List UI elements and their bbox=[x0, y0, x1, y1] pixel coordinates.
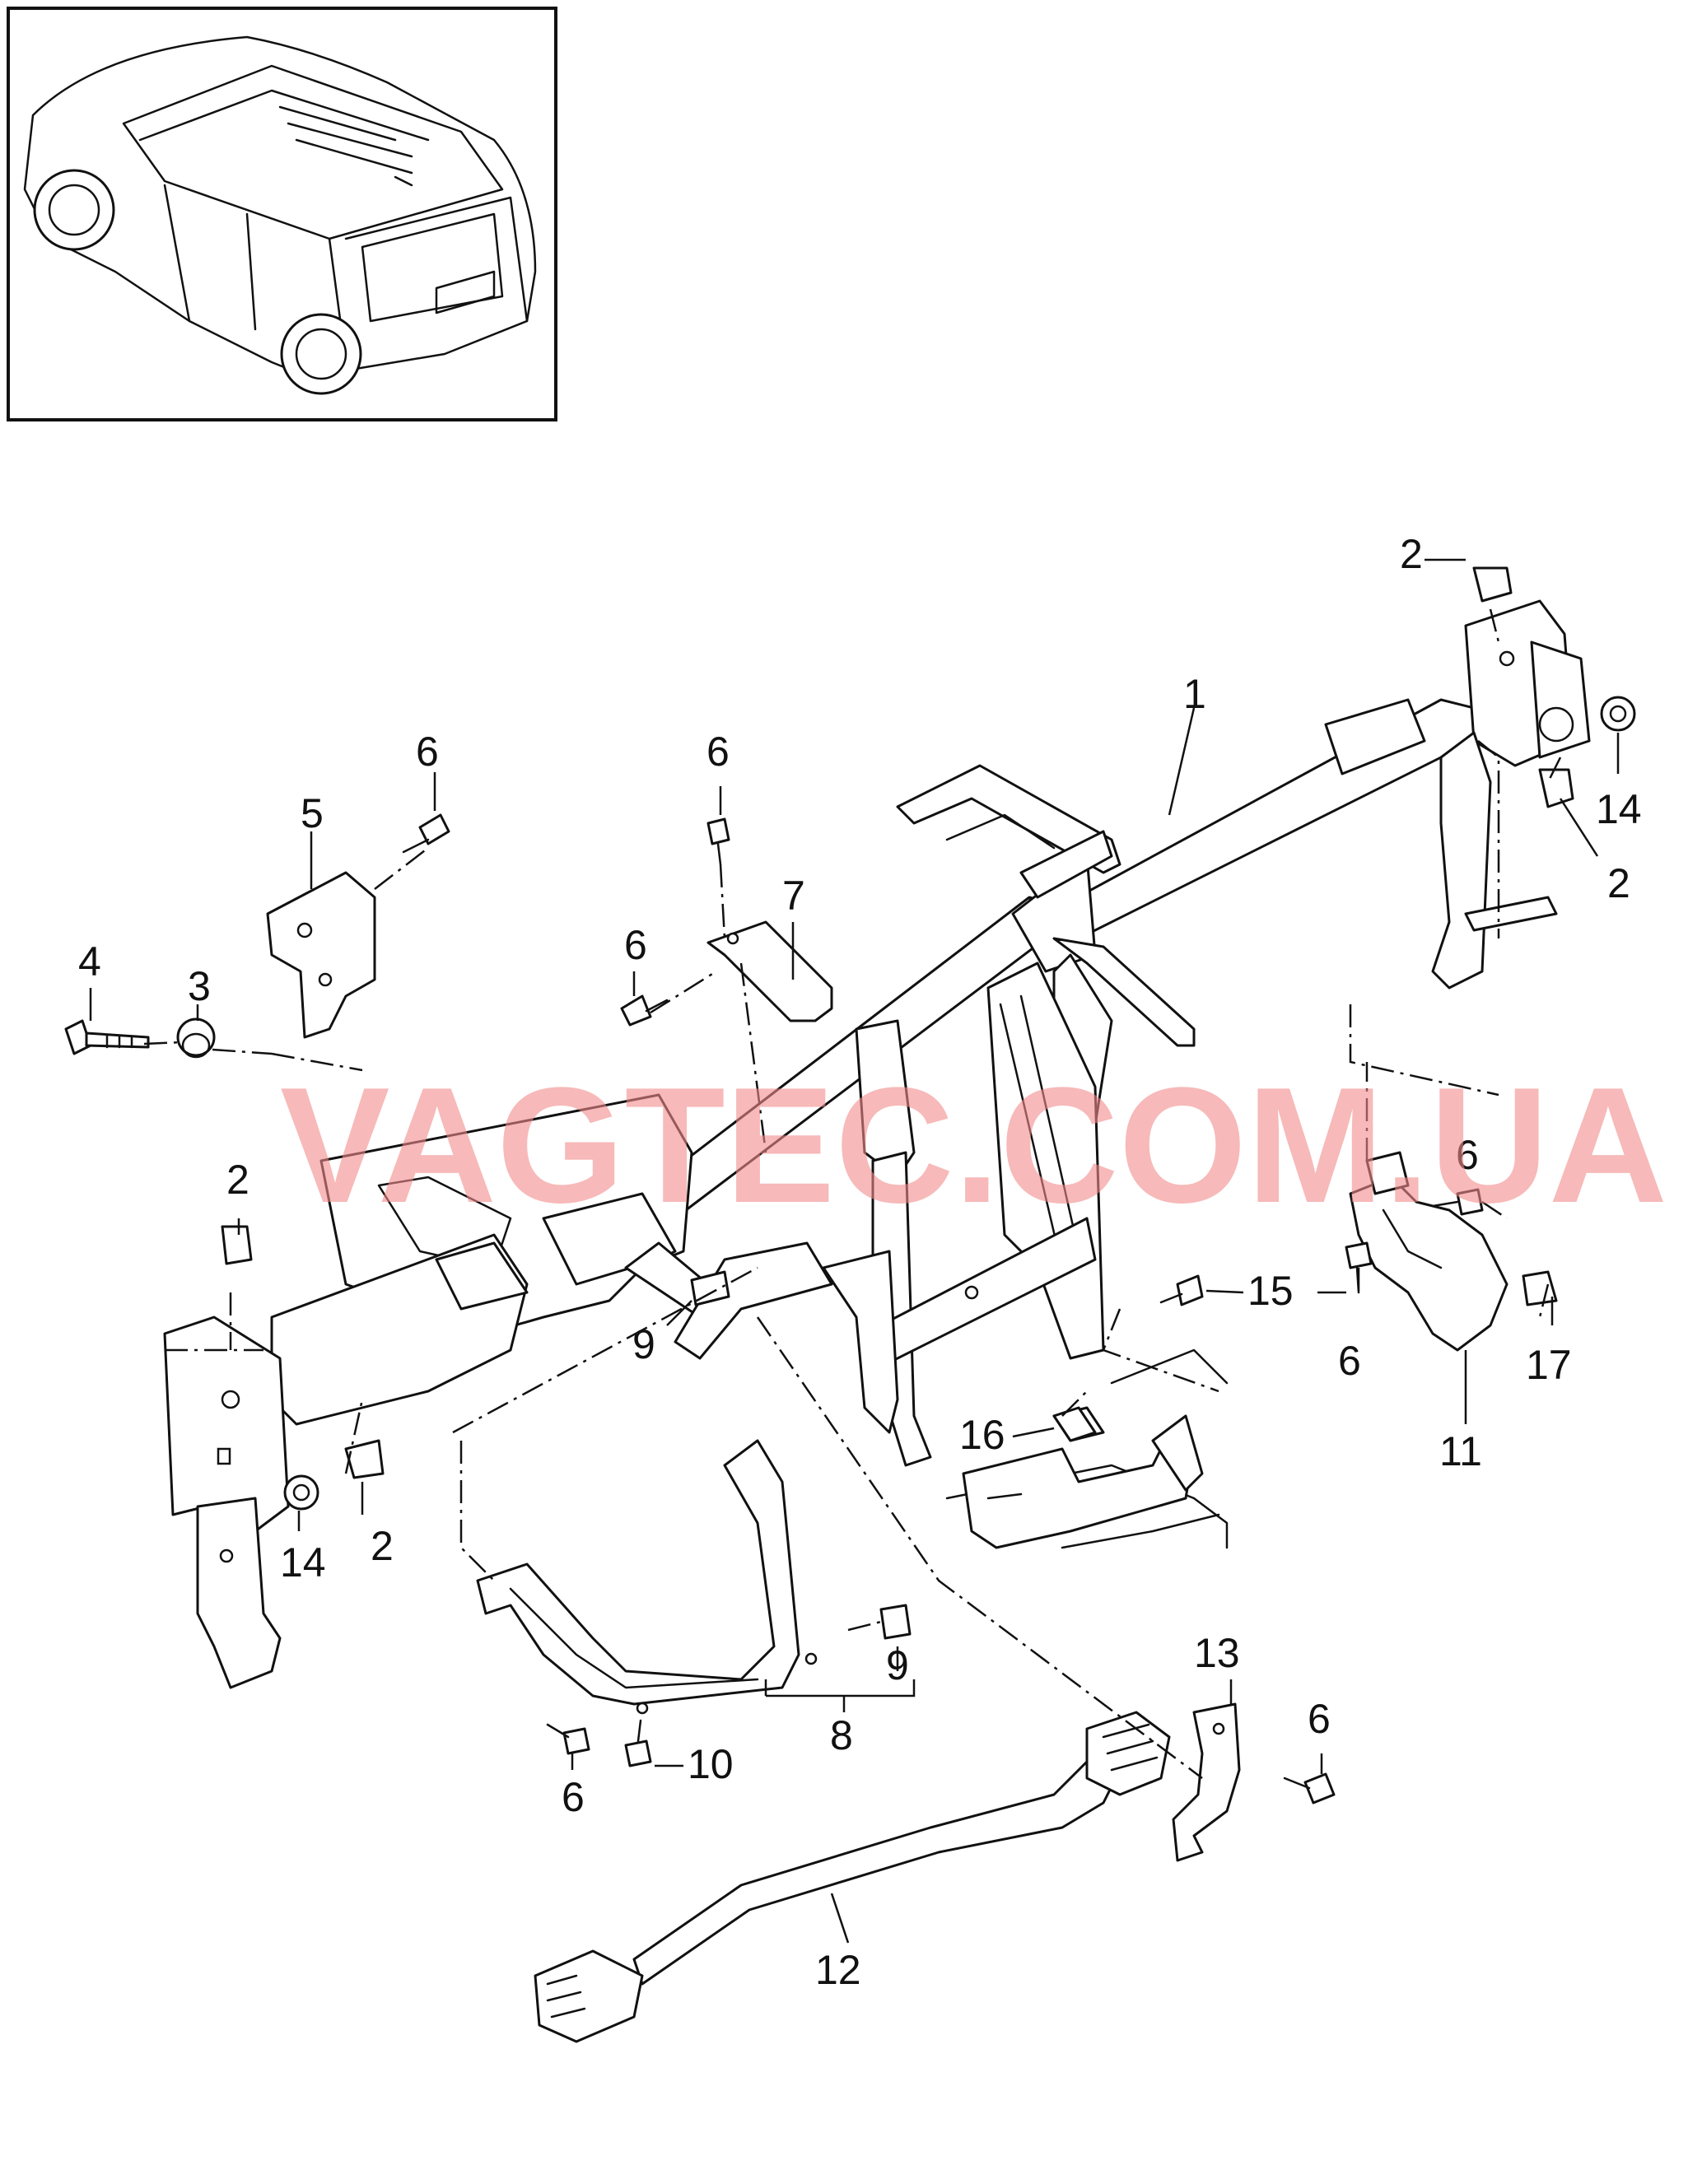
callout-3: 3 bbox=[188, 963, 211, 1009]
harness-12 bbox=[534, 1711, 1171, 2043]
callout-8: 8 bbox=[830, 1712, 853, 1758]
callout-6-e: 6 bbox=[1338, 1338, 1361, 1384]
callout-5: 5 bbox=[301, 790, 324, 836]
callout-6-f: 6 bbox=[562, 1774, 585, 1820]
bushing bbox=[176, 1017, 216, 1059]
long-bolt bbox=[64, 1019, 150, 1055]
callout-12: 12 bbox=[815, 1947, 861, 1993]
callout-2-top: 2 bbox=[1400, 531, 1423, 577]
callout-7: 7 bbox=[782, 873, 805, 919]
right-end-bracket bbox=[1324, 599, 1591, 990]
assembly-lines bbox=[143, 608, 1562, 1779]
callout-11: 11 bbox=[1439, 1428, 1482, 1474]
callout-6-c: 6 bbox=[624, 922, 647, 968]
callout-17: 17 bbox=[1526, 1342, 1572, 1388]
callout-15: 15 bbox=[1247, 1268, 1294, 1314]
vehicle-thumbnail bbox=[7, 7, 557, 421]
callout-13: 13 bbox=[1194, 1630, 1240, 1676]
callout-9-b: 9 bbox=[886, 1642, 909, 1688]
callout-10: 10 bbox=[688, 1741, 734, 1787]
callout-1: 1 bbox=[1183, 671, 1206, 717]
callout-labels: 1 2 2 2 2 3 4 5 6 6 6 6 6 6 6 7 8 9 9 10… bbox=[78, 531, 1642, 1993]
callout-6-a: 6 bbox=[416, 729, 439, 775]
callout-6-g: 6 bbox=[1308, 1696, 1331, 1742]
lower-bracket-assembly bbox=[476, 1439, 818, 1715]
callout-14-left: 14 bbox=[280, 1539, 326, 1586]
upper-mid-bracket bbox=[896, 764, 1121, 899]
callout-2-bottom: 2 bbox=[371, 1523, 394, 1569]
callout-2-left: 2 bbox=[226, 1157, 249, 1203]
callout-6-b: 6 bbox=[706, 729, 730, 775]
callout-9-a: 9 bbox=[632, 1321, 655, 1367]
callout-2-right: 2 bbox=[1607, 860, 1630, 906]
callout-16: 16 bbox=[959, 1412, 1005, 1458]
callout-14-right: 14 bbox=[1596, 786, 1642, 832]
leader-lines bbox=[89, 558, 1620, 1944]
bolts bbox=[402, 813, 1484, 1804]
small-clips bbox=[221, 566, 1636, 1640]
callout-4: 4 bbox=[78, 938, 101, 985]
bracket-5 bbox=[266, 871, 376, 1039]
watermark: VAGTEC.COM.UA bbox=[280, 1054, 1667, 1237]
callout-6-d: 6 bbox=[1456, 1132, 1479, 1178]
left-frame-assembly bbox=[163, 1093, 899, 1689]
clamp-11 bbox=[1349, 1151, 1508, 1352]
bracket-13 bbox=[1172, 1702, 1241, 1862]
bracket-7 bbox=[706, 920, 833, 1022]
